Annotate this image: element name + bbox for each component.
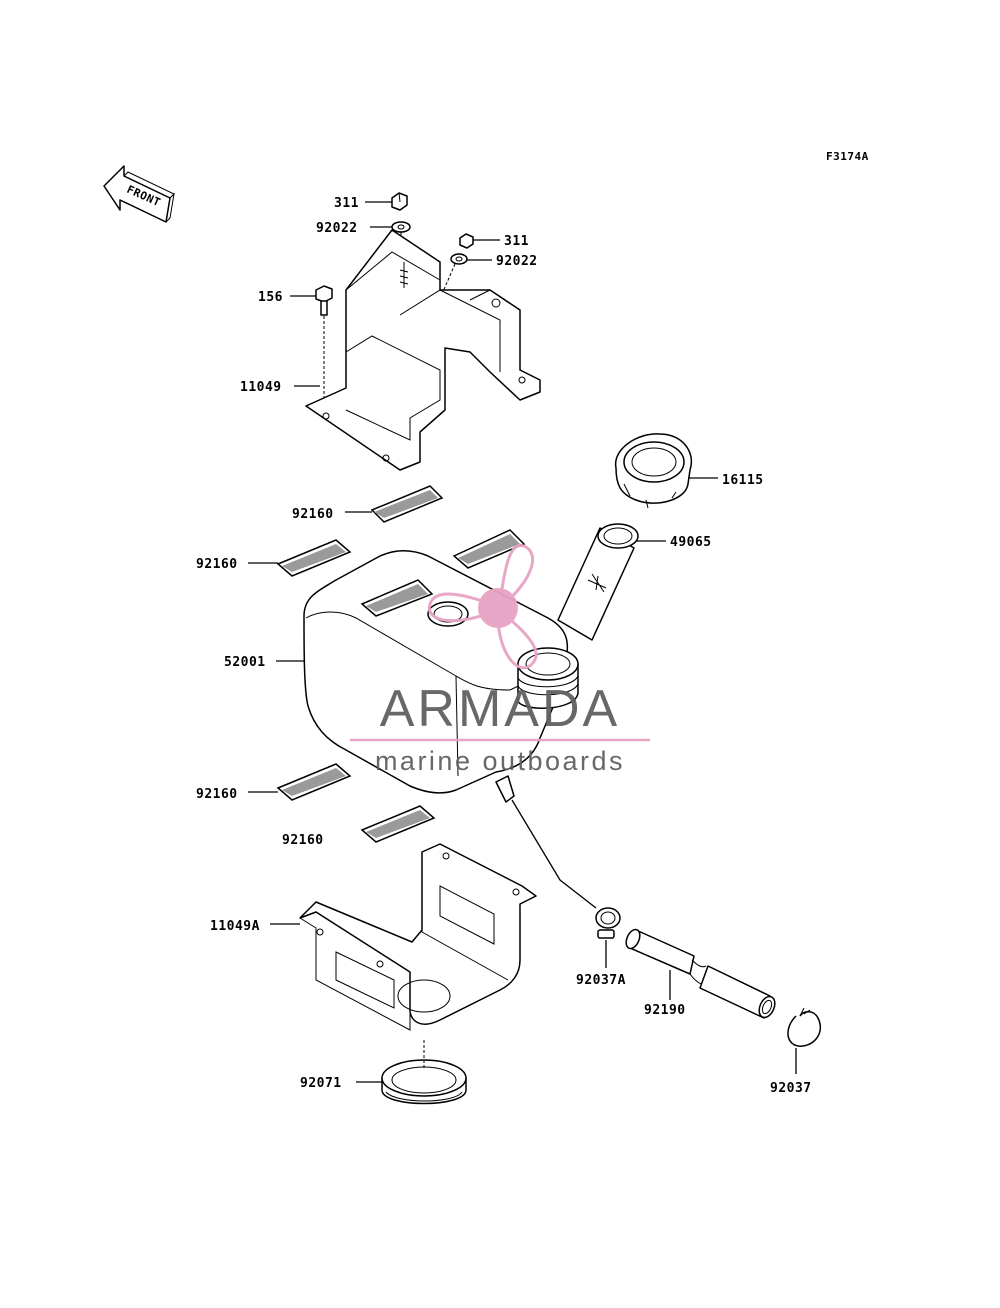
hose — [625, 928, 776, 1019]
watermark: ARMADA marine outboards — [350, 543, 650, 776]
clamp — [787, 1007, 821, 1047]
callout-grommet: 92071 — [300, 1076, 342, 1091]
strainer — [557, 523, 639, 641]
callout-bracket-lower: 11049A — [210, 919, 260, 934]
callout-pad-2: 92160 — [196, 557, 238, 572]
watermark-brand: ARMADA — [380, 680, 620, 738]
bolt — [315, 285, 333, 316]
callout-tank: 52001 — [224, 655, 266, 670]
pad-3 — [276, 763, 352, 801]
pad-2 — [276, 539, 352, 577]
propeller-logo-icon — [427, 543, 538, 670]
callout-nut-right: 311 — [504, 234, 529, 249]
nut-top — [391, 192, 408, 211]
washer-right — [450, 253, 468, 265]
washer-top — [391, 221, 411, 233]
grommet — [381, 1059, 467, 1105]
callout-washer-top: 92022 — [316, 221, 358, 236]
callout-washer-right: 92022 — [496, 254, 538, 269]
callout-strainer: 49065 — [670, 535, 712, 550]
pad-tank-right — [452, 529, 526, 569]
bracket-lower — [299, 843, 537, 1031]
callout-clamp-small: 92037A — [576, 973, 626, 988]
callout-clamp: 92037 — [770, 1081, 812, 1096]
callout-pad-3: 92160 — [196, 787, 238, 802]
callout-bracket-upper: 11049 — [240, 380, 282, 395]
diagram-code: F3174A — [826, 150, 869, 163]
clamp-small — [595, 907, 621, 939]
pad-1 — [370, 485, 444, 523]
callout-pad-1: 92160 — [292, 507, 334, 522]
nut-right — [459, 233, 474, 249]
callout-cap: 16115 — [722, 473, 764, 488]
callout-hose: 92190 — [644, 1003, 686, 1018]
callout-nut-top: 311 — [334, 196, 359, 211]
callout-pad-4: 92160 — [282, 833, 324, 848]
front-arrow-icon: FRONT — [103, 165, 175, 223]
pad-4 — [360, 805, 436, 843]
bracket-upper — [305, 229, 541, 471]
watermark-tagline: marine outboards — [375, 746, 625, 776]
fuel-cap — [615, 433, 693, 509]
callout-bolt: 156 — [258, 290, 283, 305]
